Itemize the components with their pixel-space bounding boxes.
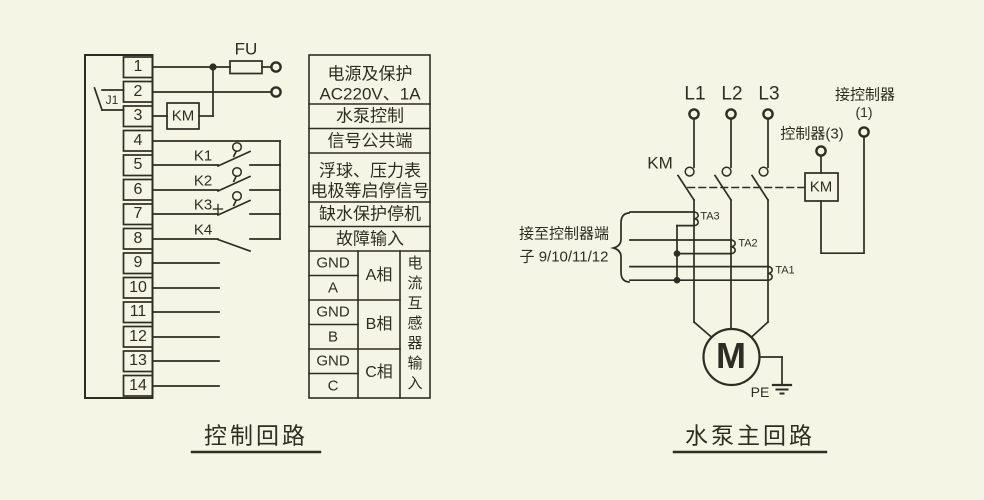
l2-terminal <box>725 108 737 120</box>
terminal-number-12: 12 <box>129 328 147 345</box>
ta3-label: TA3 <box>700 210 720 223</box>
control-circuit-graphics <box>84 54 322 454</box>
terminal-number-11: 11 <box>129 303 147 320</box>
l3-label: L3 <box>758 83 780 105</box>
k2-label: K2 <box>193 172 213 190</box>
terminal-number-9: 9 <box>133 254 143 271</box>
terminal-number-4: 4 <box>133 132 143 149</box>
table-pump-control: 水泵控制 <box>336 106 404 126</box>
table-power-line2: AC220V、1A <box>319 84 421 104</box>
k1-label: K1 <box>193 147 213 165</box>
terminal-number-3: 3 <box>133 107 143 124</box>
controller1-label-line1: 接控制器 <box>834 86 896 104</box>
km-contactor-label: KM <box>647 153 673 173</box>
fuse-circuit <box>151 60 282 75</box>
pe-label: PE <box>750 384 770 400</box>
motor-letter: M <box>716 335 746 376</box>
terminal-number-5: 5 <box>133 156 143 173</box>
km-main-contacts <box>676 166 770 202</box>
table-signal-common: 信号公共端 <box>327 131 413 151</box>
l3-terminal <box>762 108 774 120</box>
table-float-line2: 电极等启停信号 <box>310 181 430 201</box>
terminal-number-7: 7 <box>133 205 143 222</box>
ct-terminal-gnd-c: GND <box>316 352 350 370</box>
j1-label: J1 <box>105 93 119 107</box>
control-circuit-caption: 控制回路 <box>204 422 308 449</box>
controller1-terminal <box>858 126 870 138</box>
phase-b-label: B相 <box>365 316 393 333</box>
l1-label: L1 <box>684 83 706 105</box>
fuse-symbol <box>229 60 263 75</box>
phase-c-label: C相 <box>365 364 393 381</box>
ct-terminal-gnd-b: GND <box>316 303 350 321</box>
km-aux-box-label: KM <box>809 178 833 196</box>
ct-terminal-b: B <box>327 328 339 346</box>
main-circuit-graphics <box>610 108 870 454</box>
k3-switch-symbol <box>151 190 281 217</box>
k2-switch-symbol <box>151 166 281 193</box>
j1-switch-symbol <box>93 86 125 112</box>
km-coil-label: KM <box>171 107 195 125</box>
terminal-number-6: 6 <box>133 181 143 198</box>
table-fault-input: 故障输入 <box>336 229 404 249</box>
controller-note-line1: 接至控制器端 <box>518 225 610 243</box>
terminal-number-14: 14 <box>129 377 147 394</box>
ct-terminal-a: A <box>327 279 339 297</box>
earth-symbol <box>758 356 793 395</box>
fuse-label: FU <box>234 39 258 59</box>
terminal-block-frame <box>84 54 154 399</box>
controller-note-line2: 子 9/10/11/12 <box>519 248 609 266</box>
terminal-number-1: 1 <box>133 58 143 75</box>
km-aux-circuit <box>804 126 870 255</box>
terminal-number-8: 8 <box>133 230 143 247</box>
k3-label: K3 <box>193 196 213 214</box>
terminal-number-2: 2 <box>133 83 143 100</box>
ct-terminal-c: C <box>327 377 339 395</box>
ct-input-vertical-label: 电流互感器输入 <box>407 255 423 392</box>
ta1-label: TA1 <box>775 264 795 277</box>
k4-label: K4 <box>193 221 213 239</box>
brace <box>610 212 630 283</box>
k1-switch-symbol <box>151 141 281 168</box>
l1-terminal <box>688 108 700 120</box>
l2-label: L2 <box>721 83 743 105</box>
terminal-number-10: 10 <box>129 279 147 296</box>
k4-switch-symbol <box>151 238 281 253</box>
table-water-protect: 缺水保护停机 <box>319 204 421 224</box>
supply-terminal-1 <box>270 61 282 73</box>
terminal-stub-wires <box>151 262 220 387</box>
controller1-label-line2: (1) <box>855 104 873 120</box>
table-power-line1: 电源及保护 <box>327 64 413 84</box>
ct-terminal-gnd-a: GND <box>316 254 350 272</box>
km-coil-circuit <box>151 66 214 130</box>
phase-a-label: A相 <box>365 267 393 284</box>
ta2-label: TA2 <box>738 237 758 250</box>
table-float-line1: 浮球、压力表 <box>319 161 421 181</box>
controller3-label: 控制器(3) <box>780 125 844 143</box>
supply-terminal-2 <box>270 86 282 98</box>
main-circuit-caption: 水泵主回路 <box>685 422 815 449</box>
terminal-number-13: 13 <box>129 352 147 369</box>
ct-secondary-wires <box>629 211 769 284</box>
controller3-terminal <box>815 145 827 157</box>
spec-table <box>308 54 431 399</box>
current-transformer-symbols <box>693 211 773 282</box>
